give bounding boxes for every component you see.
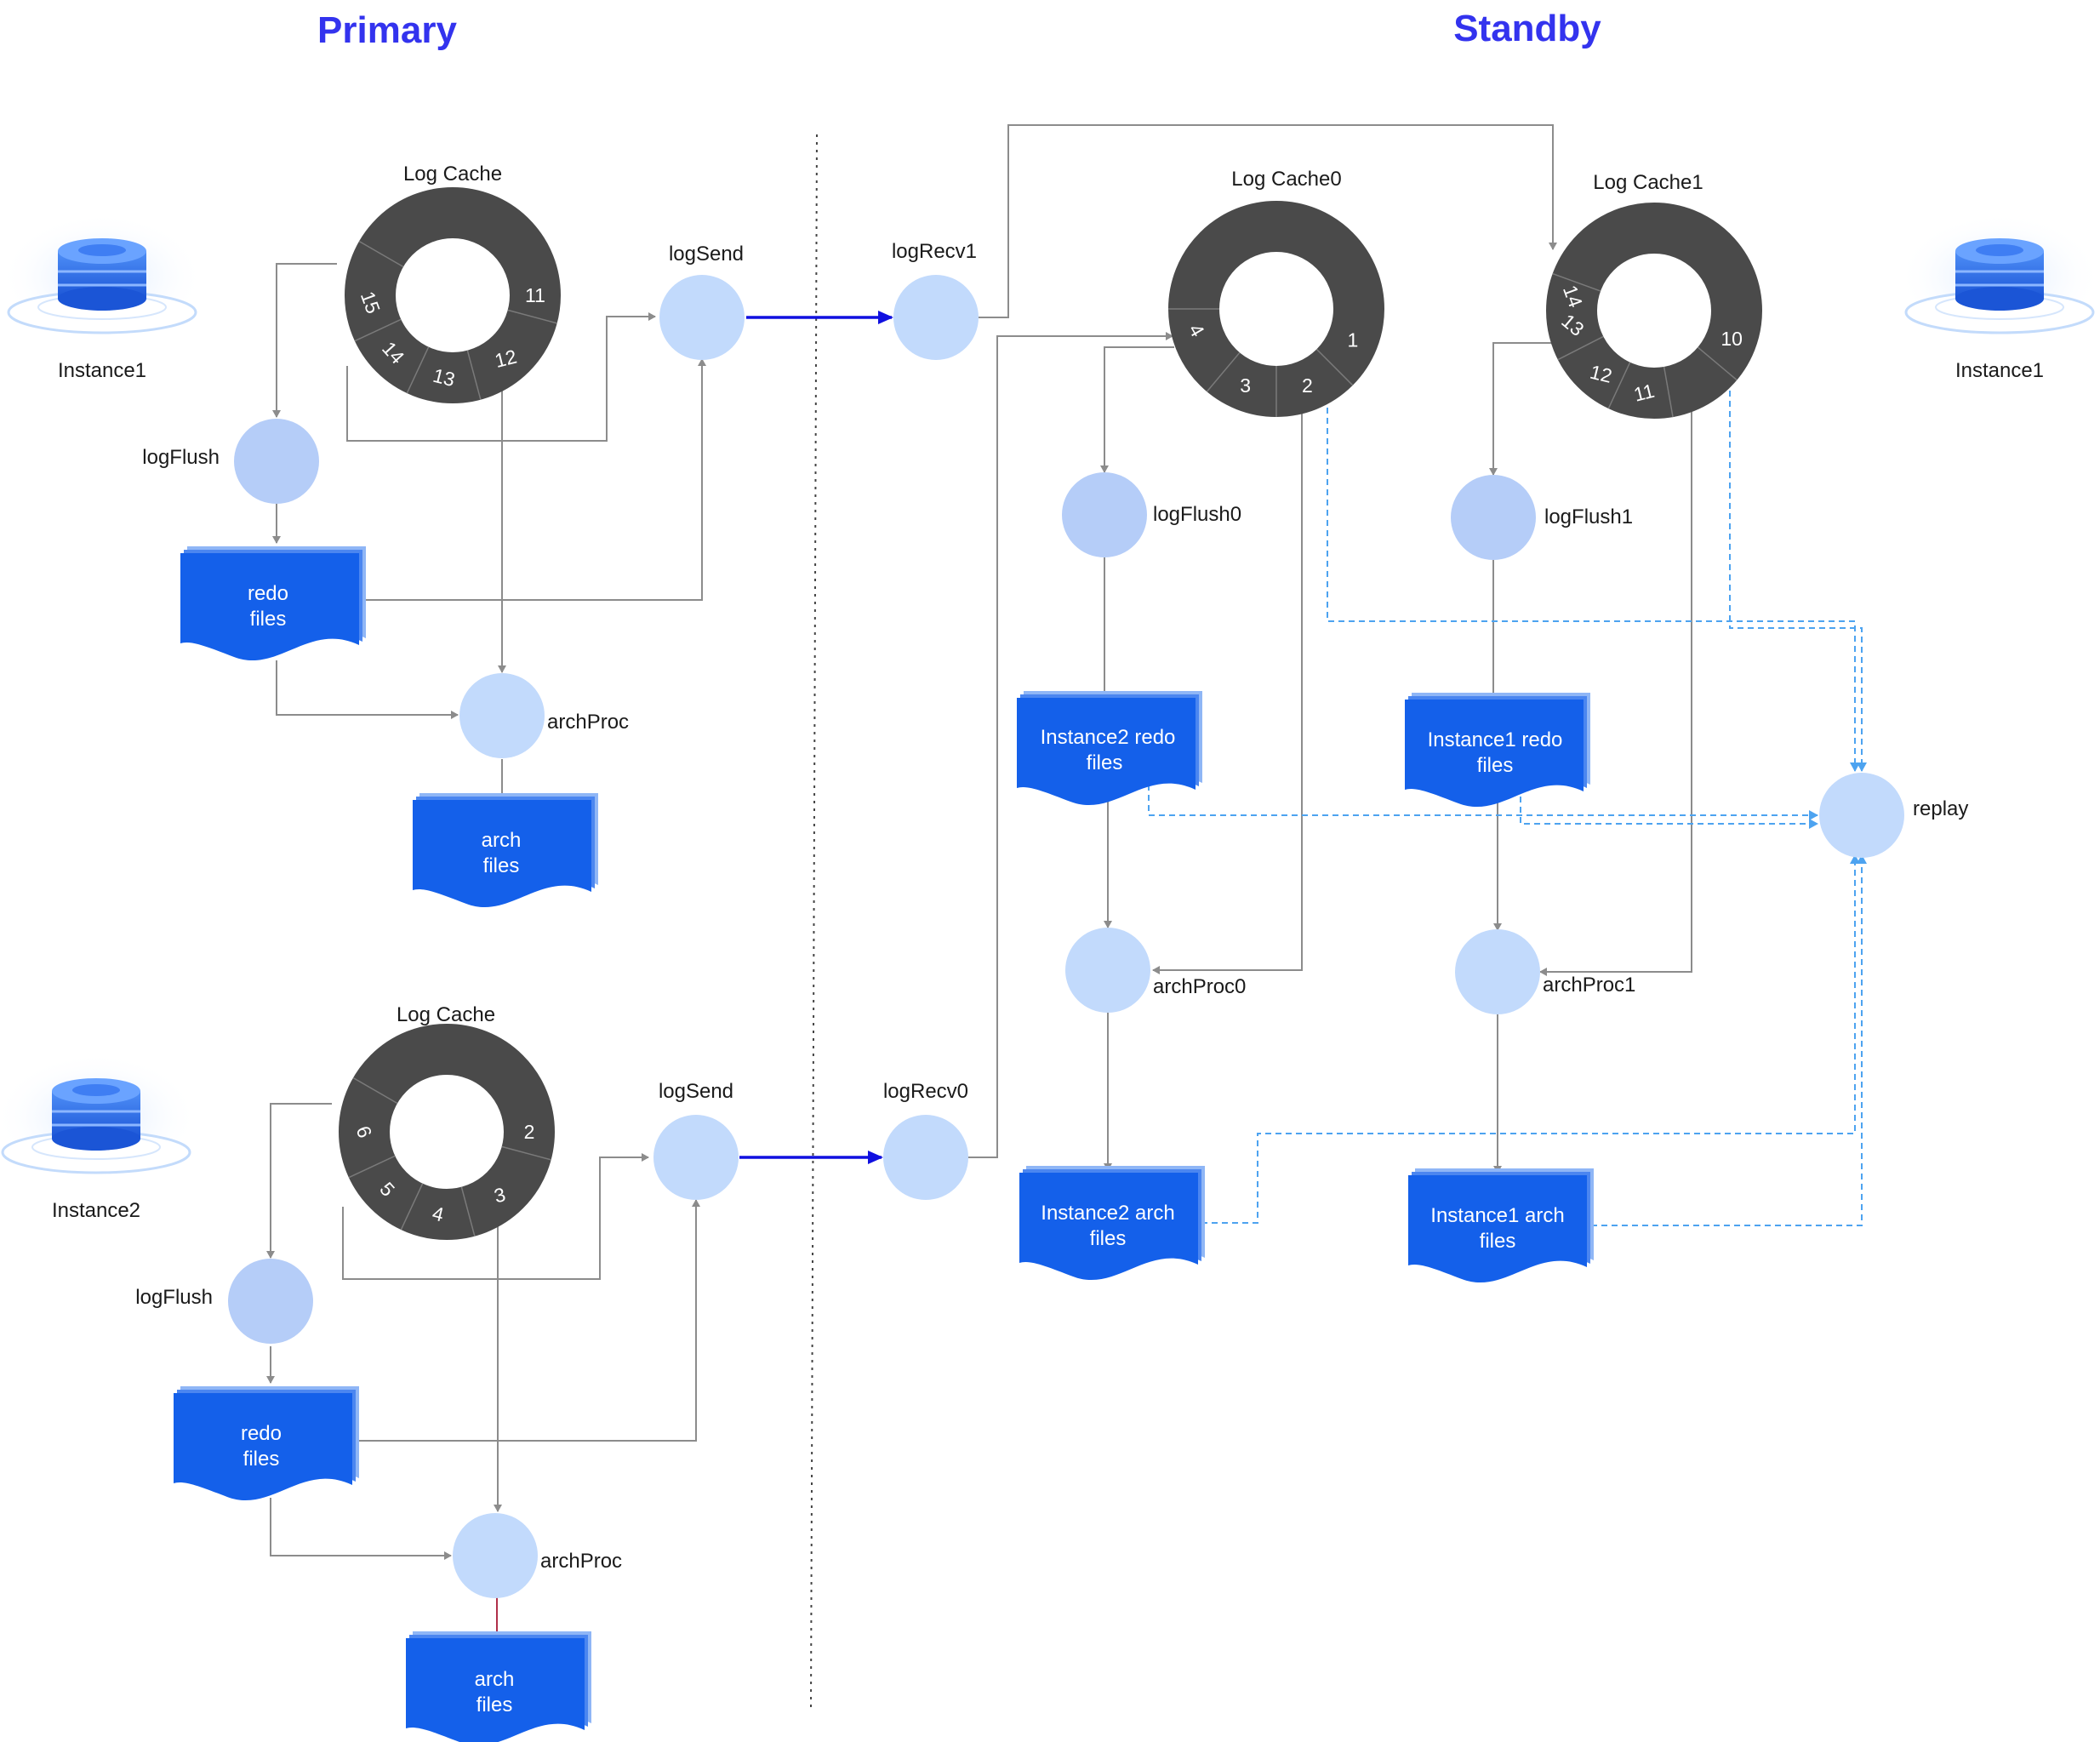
instance2-arch-label-line1: Instance2 arch bbox=[1041, 1202, 1174, 1225]
cache-to-logsend-connector bbox=[346, 312, 656, 442]
arch-files-label-line2: files bbox=[483, 854, 520, 877]
standby-title: Standby bbox=[1453, 8, 1601, 49]
logrecv1-node[interactable] bbox=[893, 275, 979, 360]
logrecv0-node[interactable] bbox=[883, 1115, 968, 1200]
arch-files-label-line1: arch bbox=[475, 1668, 515, 1691]
replay-label: replay bbox=[1913, 797, 1968, 820]
cache0-to-replay-dashed bbox=[1327, 387, 1860, 772]
archproc0-label: archProc0 bbox=[1153, 975, 1246, 998]
archproc0-node[interactable] bbox=[1065, 928, 1150, 1013]
arch-files-label-line1: arch bbox=[482, 829, 522, 852]
arch-files-label-line2: files bbox=[476, 1693, 513, 1716]
instance1-primary-label: Instance1 bbox=[58, 359, 146, 382]
inst2-arch-to-replay-dashed bbox=[1201, 854, 1860, 1224]
instance1-arch-files-doc[interactable] bbox=[1408, 1168, 1594, 1283]
instance1-redo-label-line1: Instance1 redo bbox=[1428, 728, 1563, 751]
ring-segment-label: 2 bbox=[524, 1121, 535, 1143]
instance1-redo-files-doc[interactable] bbox=[1405, 693, 1590, 808]
archproc-label: archProc bbox=[547, 711, 629, 734]
redo-files-label-line1: redo bbox=[248, 582, 288, 605]
archproc-node[interactable] bbox=[453, 1513, 538, 1598]
log-cache-label: Log Cache bbox=[397, 1003, 495, 1026]
cache0-to-logflush0-connector bbox=[1100, 346, 1174, 473]
log-cache0-label: Log Cache0 bbox=[1231, 168, 1341, 191]
logflush1-node[interactable] bbox=[1451, 475, 1536, 560]
redo-files-doc[interactable] bbox=[180, 546, 366, 661]
cache-to-archproc-connector bbox=[492, 1225, 502, 1512]
logflush-label: logFlush bbox=[142, 446, 220, 469]
logsend-node[interactable] bbox=[659, 275, 745, 360]
ring-segment-label: 4 bbox=[431, 1202, 447, 1225]
cache1-to-archproc1-connector bbox=[1539, 407, 1692, 976]
replay-node[interactable] bbox=[1819, 773, 1904, 858]
log-cache1-label: Log Cache1 bbox=[1593, 171, 1703, 194]
ring-segment-label: 12 bbox=[493, 346, 519, 372]
instance2-arch-files-doc[interactable] bbox=[1019, 1166, 1205, 1281]
arch-files-doc[interactable] bbox=[413, 793, 598, 908]
cache1-to-logflush1-connector bbox=[1489, 342, 1555, 476]
ring-segment-label: 12 bbox=[1588, 361, 1614, 387]
instance1-standby-label: Instance1 bbox=[1955, 359, 2044, 382]
archproc-label: archProc bbox=[540, 1550, 622, 1573]
archproc-node[interactable] bbox=[459, 673, 545, 758]
logrecv1-label: logRecv1 bbox=[892, 240, 977, 263]
logsend-label: logSend bbox=[659, 1080, 733, 1103]
logflush-label: logFlush bbox=[135, 1286, 213, 1309]
log-cache-label: Log Cache bbox=[403, 163, 502, 186]
database-icon bbox=[1897, 213, 2100, 340]
arch-files-doc[interactable] bbox=[406, 1631, 591, 1742]
cache-to-logflush-connector bbox=[266, 1103, 332, 1259]
instance2-arch-label-line2: files bbox=[1090, 1227, 1127, 1250]
primary-standby-divider bbox=[810, 134, 818, 1711]
instance2-primary-label: Instance2 bbox=[52, 1199, 140, 1222]
inst2-redo-to-replay-dashed bbox=[1148, 774, 1818, 820]
logflush0-label: logFlush0 bbox=[1153, 503, 1241, 526]
redo-files-label-line2: files bbox=[243, 1448, 280, 1471]
logrecv0-label: logRecv0 bbox=[883, 1080, 968, 1103]
ring-segment-label: 13 bbox=[431, 364, 457, 391]
primary-title: Primary bbox=[317, 9, 457, 51]
cache0-to-archproc0-connector bbox=[1152, 413, 1303, 974]
cache1-to-replay-dashed bbox=[1727, 382, 1867, 772]
redo-files-doc[interactable] bbox=[174, 1386, 359, 1501]
archproc1-node[interactable] bbox=[1455, 929, 1540, 1014]
redo-files-label-line2: files bbox=[250, 608, 287, 631]
logflush-node[interactable] bbox=[234, 419, 319, 504]
ring-segment-label: 3 bbox=[1240, 374, 1251, 397]
ring-segment-label: 1 bbox=[1348, 328, 1359, 351]
logflush0-node[interactable] bbox=[1062, 472, 1147, 557]
logflush-node[interactable] bbox=[228, 1259, 313, 1344]
instance1-arch-label-line1: Instance1 arch bbox=[1430, 1204, 1564, 1227]
ring-segment-label: 10 bbox=[1721, 328, 1743, 350]
instance1-arch-label-line2: files bbox=[1480, 1230, 1516, 1253]
redo-to-logsend-connector bbox=[353, 1199, 700, 1442]
database-icon bbox=[0, 213, 204, 340]
ring-segment-label: 11 bbox=[525, 284, 545, 306]
instance2-redo-files-doc[interactable] bbox=[1017, 691, 1202, 806]
instance2-redo-label-line1: Instance2 redo bbox=[1041, 726, 1176, 749]
redo-to-logsend-connector bbox=[357, 358, 706, 601]
redo-to-archproc-connector bbox=[270, 1498, 452, 1560]
redo-files-label-line1: redo bbox=[241, 1422, 282, 1445]
logsend-node[interactable] bbox=[653, 1115, 739, 1200]
archproc1-label: archProc1 bbox=[1543, 974, 1635, 997]
logrecv0-to-cache0-connector bbox=[966, 332, 1173, 1158]
cache-to-archproc-connector bbox=[496, 386, 506, 673]
ring-segment-label: 3 bbox=[492, 1183, 508, 1207]
redo-to-archproc-connector bbox=[276, 660, 459, 719]
instance2-redo-label-line2: files bbox=[1087, 751, 1123, 774]
database-icon bbox=[0, 1053, 198, 1180]
logflush1-label: logFlush1 bbox=[1544, 505, 1633, 528]
cache-to-logflush-connector bbox=[272, 263, 337, 418]
cache-to-logsend-connector bbox=[342, 1153, 649, 1280]
logsend-label: logSend bbox=[669, 243, 744, 266]
inst1-arch-to-replay-dashed bbox=[1591, 854, 1867, 1226]
ring-segment-label: 2 bbox=[1302, 374, 1313, 397]
logrecv1-to-cache1-connector bbox=[979, 124, 1557, 318]
instance1-redo-label-line2: files bbox=[1477, 754, 1514, 777]
